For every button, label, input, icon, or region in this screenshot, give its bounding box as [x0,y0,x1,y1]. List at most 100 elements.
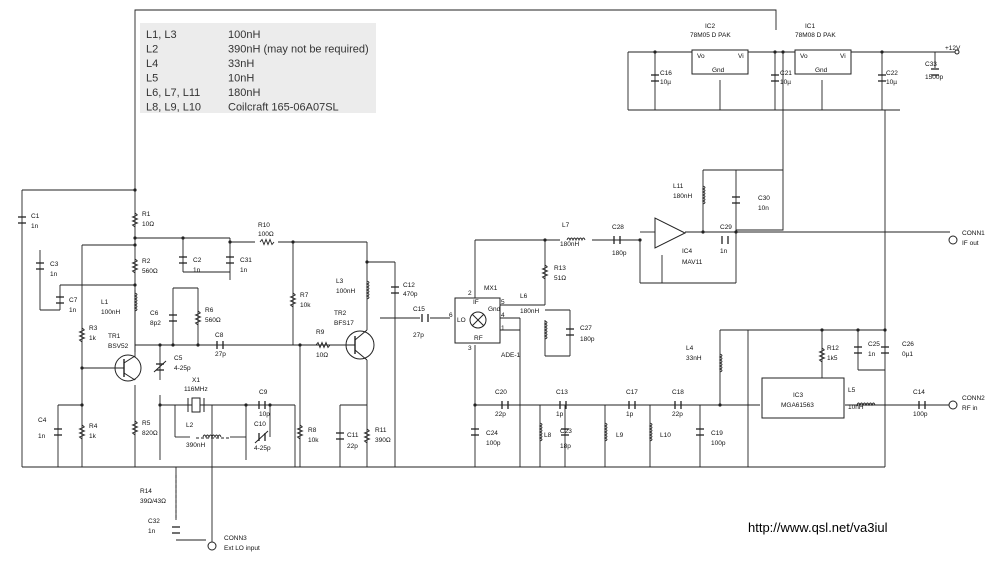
label-pin4: 4 [501,312,505,319]
l8-symbol [539,422,543,442]
label-c11: C11 [347,432,359,439]
label-conn3: CONN3 [224,535,247,542]
label-c25v: 1n [868,351,876,358]
table-value: 33nH [228,58,254,70]
c32-symbol [171,526,181,534]
label-l2v: 390nH [186,442,205,449]
label-c1: C1 [31,213,40,220]
junctions [80,50,887,407]
label-c6: C6 [150,310,159,317]
label-c19: C19 [711,430,723,437]
l11-symbol [702,185,706,205]
table-value: 10nH [228,73,254,85]
label-c18: C18 [672,389,684,396]
label-l7: L7 [562,222,570,229]
table-designator: L8, L9, L10 [146,102,201,114]
label-ic2-name: IC2 [705,23,716,30]
label-c29v: 1n [720,248,728,255]
label-r1: R1 [142,211,151,218]
label-c4: C4 [38,417,47,424]
label-r2v: 560Ω [142,268,158,275]
l7-symbol [566,237,586,241]
label-l4v: 33nH [686,355,702,362]
label-r10v: 100Ω [258,231,274,238]
label-reg-gnd: Gnd [712,67,725,74]
label-l11: L11 [673,183,684,190]
label-ic4v: MAV11 [682,259,703,266]
label-mx-rf: RF [474,335,483,342]
table-value: 390nH (may not be required) [228,44,369,56]
l9-symbol [604,422,608,442]
label-ic3: IC3 [793,392,804,399]
label-c10: C10 [254,421,266,428]
supply-terminal [954,49,960,55]
label-conn2: CONN2 [962,395,985,402]
label-tr2: TR2 [334,310,347,317]
label-c2v: 1n [193,267,201,274]
table-designator: L4 [146,58,158,70]
label-ic1-reg-vo: Vo [800,53,808,60]
conn3-connector [207,541,217,551]
label-c28: C28 [612,224,624,231]
label-c18v: 22p [672,411,683,418]
label-conn1: CONN1 [962,230,985,237]
label-tr2v: BFS17 [334,320,354,327]
label-r3v: 1k [89,335,97,342]
label-c28v: 180p [612,250,627,257]
l3-symbol [366,280,370,300]
label-c32: C32 [148,518,160,525]
ic2-regulator [691,49,749,75]
label-c22: C22 [886,70,898,77]
conn1-connector [948,235,958,245]
label-l1: L1 [101,299,109,306]
label-l3: L3 [336,278,344,285]
label-c30v: 10n [758,205,769,212]
label-r8: R8 [308,427,317,434]
label-conn3v: Ext LO input [224,545,260,552]
label-c8: C8 [215,332,224,339]
label-c24v: 100p [486,440,501,447]
label-r5: R5 [142,420,151,427]
label-c9v: 10p [259,411,270,418]
label-x1v: 116MHz [184,386,208,393]
components [17,49,960,551]
label-r5v: 820Ω [142,430,158,437]
label-c16: C16 [660,70,672,77]
label-tr1: TR1 [108,333,121,340]
label-c20v: 22p [495,411,506,418]
conn2-connector [948,400,958,410]
l1-symbol [134,292,138,312]
table-value: 180nH [228,87,260,99]
label-c15v: 27p [413,332,424,339]
l6-symbol [544,320,548,340]
label-c15: C15 [413,306,425,313]
label-c30: C30 [758,195,770,202]
label-l5v: 10nH [848,404,864,411]
label-r12: R12 [827,345,839,352]
table-value: Coilcraft 165-06A07SL [228,102,339,114]
label-r3: R3 [89,325,98,332]
ic4-amplifier [654,217,687,249]
l4-symbol [719,353,723,373]
l10-symbol [649,422,653,442]
c29-symbol [721,235,729,245]
label-l9: L9 [616,432,624,439]
label-c5: C5 [174,355,183,362]
label-pin1: 1 [501,325,505,332]
label-c32v: 1n [148,528,156,535]
label-c26v: 0µ1 [902,351,913,358]
label-c27: C27 [580,325,592,332]
label-l1v: 100nH [101,309,120,316]
label-c6v: 8p2 [150,320,161,327]
label-c11v: 22p [347,443,358,450]
label-r9v: 10Ω [316,352,328,359]
r10-symbol [259,239,275,245]
label-c7v: 1n [69,307,77,314]
label-c33: C33 [925,61,937,68]
label-mx-if: IF [473,299,479,306]
label-pin2: 2 [468,290,472,297]
label-r6: R6 [205,307,214,314]
table-designator: L2 [146,44,158,56]
label-c14v: 100p [913,411,928,418]
